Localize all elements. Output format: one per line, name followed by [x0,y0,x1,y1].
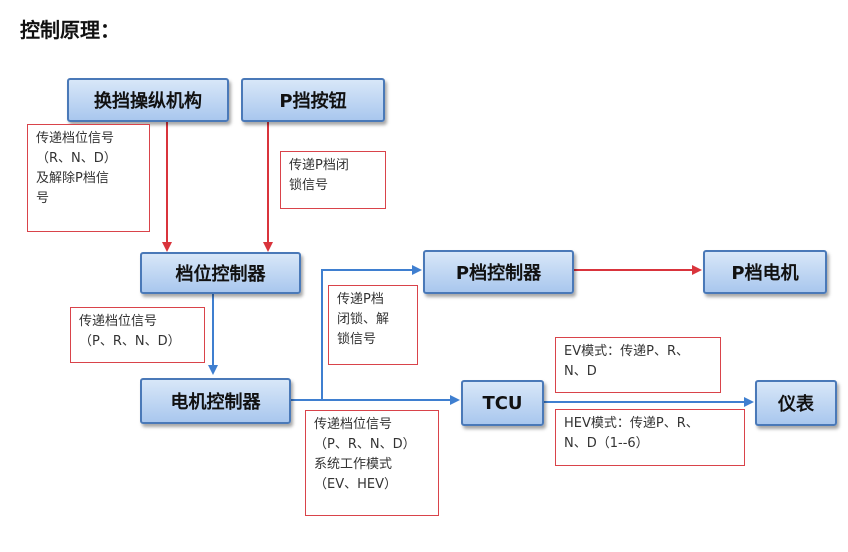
note-hev-mode: HEV模式：传递P、R、 N、D（1--6） [555,409,745,466]
node-p-controller: P档控制器 [423,250,574,294]
node-gear-controller: 档位控制器 [140,252,301,294]
node-p-button: P挡按钮 [241,78,385,122]
node-p-motor: P档电机 [703,250,827,294]
note-ev-mode: EV模式：传递P、R、 N、D [555,337,721,393]
note-gear-signal: 传递档位信号 （P、R、N、D） [70,307,205,363]
node-motor-controller: 电机控制器 [140,378,291,424]
page-title: 控制原理： [20,18,120,42]
note-shift-signal: 传递档位信号 （R、N、D） 及解除P档信 号 [27,124,150,232]
note-p-lock-signal: 传递P档闭 锁信号 [280,151,386,209]
node-tcu: TCU [461,380,544,426]
node-instrument: 仪表 [755,380,837,426]
node-shift-mechanism: 换挡操纵机构 [67,78,229,122]
note-system-mode: 传递档位信号 （P、R、N、D） 系统工作模式 （EV、HEV） [305,410,439,516]
note-lock-unlock-signal: 传递P档 闭锁、解 锁信号 [328,285,418,365]
